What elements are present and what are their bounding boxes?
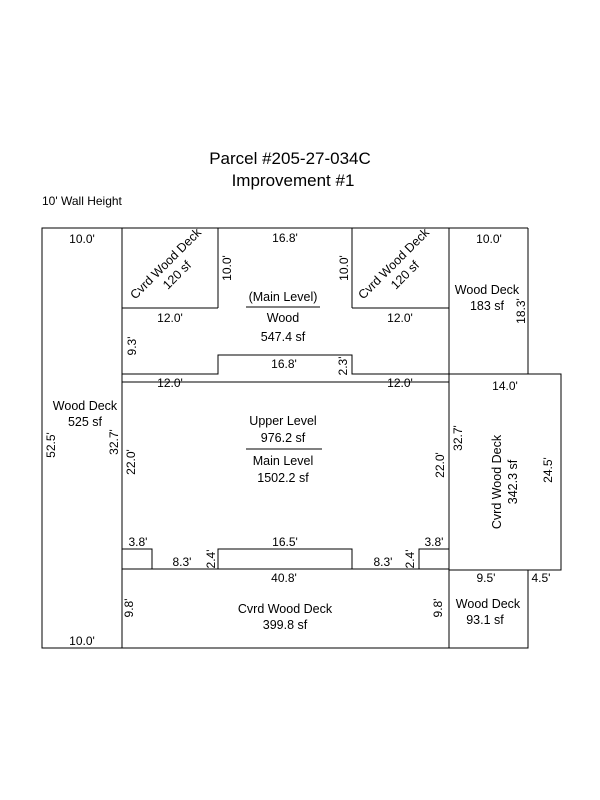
main-level-2-area: 1502.2 sf <box>257 471 309 485</box>
right-cvrd-deck-area: 342.3 sf <box>506 459 520 504</box>
bottom-cvrd-deck-area: 399.8 sf <box>263 618 308 632</box>
improvement-title: Improvement #1 <box>232 171 355 190</box>
parcel-title: Parcel #205-27-034C <box>209 149 371 168</box>
dim-bot-left-step: 3.8' <box>129 535 148 549</box>
dim-house-right-outer: 32.7' <box>451 425 465 451</box>
dim-bot-mid: 16.5' <box>272 535 298 549</box>
right-deck-top-name: Wood Deck <box>455 283 520 297</box>
dim-ne-bottom: 12.0' <box>387 311 413 325</box>
wall-height-note: 10' Wall Height <box>42 194 123 208</box>
dim-top-mid: 16.8' <box>272 231 298 245</box>
left-deck-outline <box>41 227 123 649</box>
left-deck-name: Wood Deck <box>53 399 118 413</box>
cvrd-nw-name: Cvrd Wood Deck <box>127 225 204 302</box>
dim-br-deck-side: 4.5' <box>532 571 551 585</box>
left-deck-area: 525 sf <box>68 415 103 429</box>
bot-mid-bump-edge <box>217 548 353 569</box>
dim-br-deck-top: 9.5' <box>477 571 496 585</box>
dim-upper-right-top: 12.0' <box>387 376 413 390</box>
sketch-lines <box>41 227 562 649</box>
dim-upper-left-top: 12.0' <box>157 376 183 390</box>
main-level-2-name: Main Level <box>253 454 313 468</box>
bot-right-step-edge <box>418 548 449 569</box>
dim-cvrd-ne-left: 10.0' <box>337 255 351 281</box>
dim-bottom-deck-right: 9.8' <box>431 599 445 618</box>
dim-left-top: 10.0' <box>69 232 95 246</box>
upper-level-area: 976.2 sf <box>261 431 306 445</box>
dim-left-side: 52.5' <box>44 432 58 458</box>
dim-house-left-inner: 22.0' <box>124 449 138 475</box>
main-level-qualifier: (Main Level) <box>249 290 318 304</box>
dim-house-right-inner: 22.0' <box>433 452 447 478</box>
main-level-bottom-edge <box>122 354 449 375</box>
dim-cvrd-nw-right: 10.0' <box>220 255 234 281</box>
cvrd-ne-name: Cvrd Wood Deck <box>355 225 432 302</box>
dim-house-left-outer: 32.7' <box>107 429 121 455</box>
dim-nw-bottom: 12.0' <box>157 311 183 325</box>
dim-right-cvrd-side: 24.5' <box>541 457 555 483</box>
main-level-name: Wood <box>267 311 299 325</box>
dim-right-cvrd-top: 14.0' <box>492 379 518 393</box>
main-level-area: 547.4 sf <box>261 330 306 344</box>
br-deck-outline <box>448 569 529 649</box>
dim-bottom-deck-top: 40.8' <box>271 571 297 585</box>
right-deck-top-area: 183 sf <box>470 299 505 313</box>
dim-right-deck-side: 18.3' <box>514 298 528 324</box>
dim-bot-right-step: 3.8' <box>425 535 444 549</box>
br-deck-name: Wood Deck <box>456 597 521 611</box>
dim-bot-left-run: 8.3' <box>173 555 192 569</box>
dim-bot-right-rise: 2.4' <box>403 550 417 569</box>
right-cvrd-deck-name: Cvrd Wood Deck <box>490 434 504 529</box>
dim-mid-notch-side: 2.3' <box>336 357 350 376</box>
dim-right-top: 10.0' <box>476 232 502 246</box>
bottom-cvrd-deck-name: Cvrd Wood Deck <box>238 602 333 616</box>
br-deck-area: 93.1 sf <box>466 613 504 627</box>
dim-bot-right-run: 8.3' <box>374 555 393 569</box>
dim-bottom-deck-left: 9.8' <box>122 599 136 618</box>
dim-mid-notch-top: 16.8' <box>271 357 297 371</box>
dim-left-notch: 9.3' <box>125 337 139 356</box>
dim-bot-left-rise: 2.4' <box>204 550 218 569</box>
upper-level-name: Upper Level <box>249 414 316 428</box>
dim-left-bottom: 10.0' <box>69 634 95 648</box>
bot-left-step-edge <box>122 548 153 569</box>
